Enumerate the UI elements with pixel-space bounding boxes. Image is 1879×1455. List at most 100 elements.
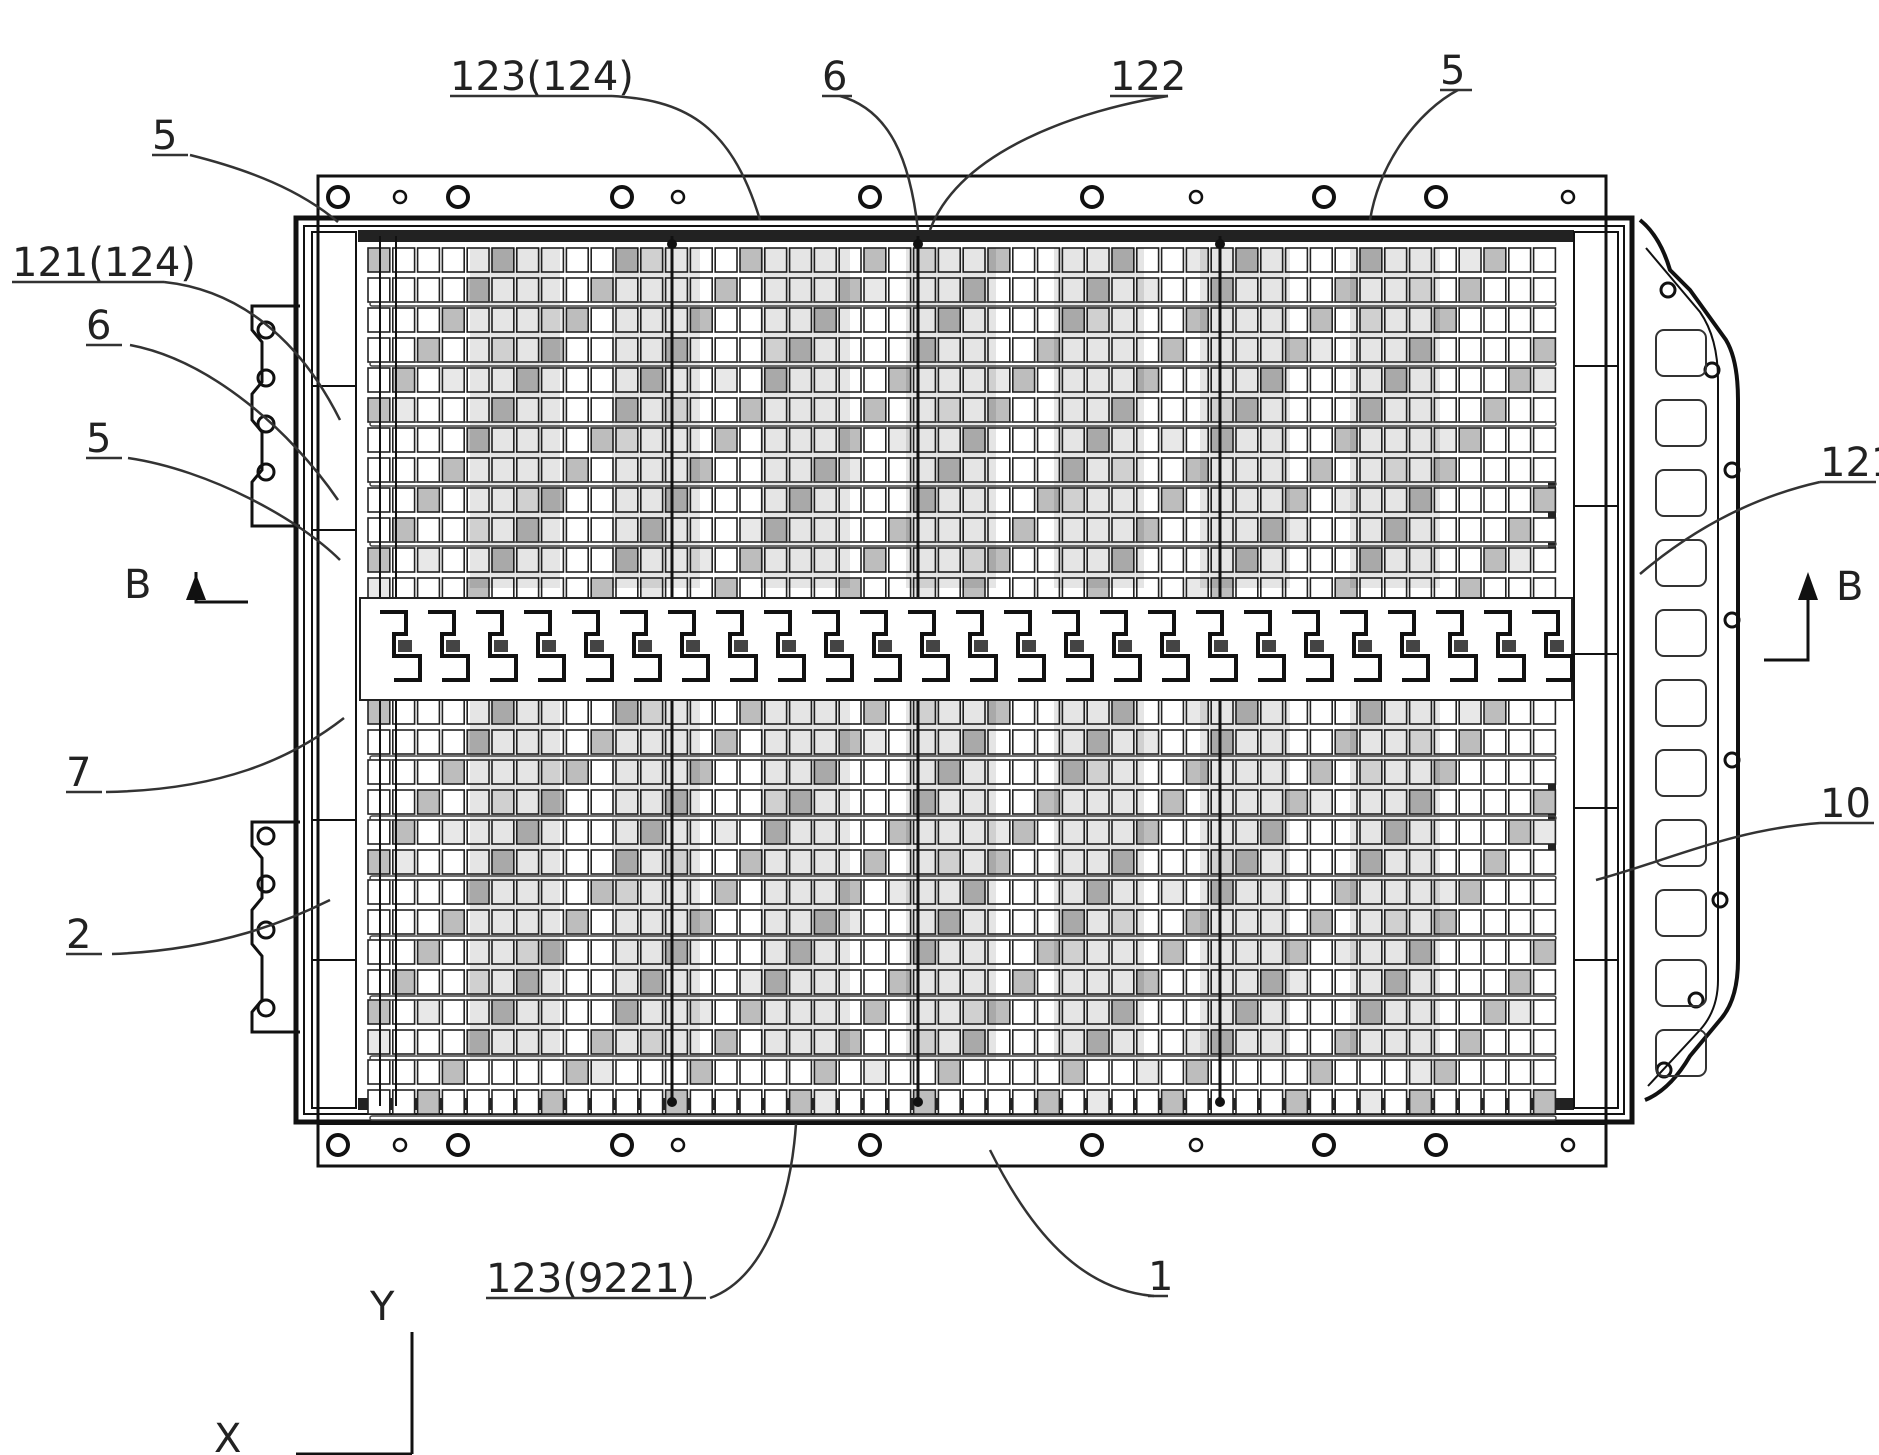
battery-cell	[591, 910, 613, 934]
battery-cell	[864, 458, 886, 482]
battery-cell	[591, 1060, 613, 1084]
battery-cell	[418, 760, 440, 784]
battery-cell	[1534, 398, 1556, 422]
battery-cell	[368, 730, 390, 754]
battery-cell	[368, 880, 390, 904]
beam-joint	[1215, 239, 1225, 249]
battery-cell	[839, 1090, 861, 1114]
battery-cell	[418, 278, 440, 302]
battery-cell	[1534, 548, 1556, 572]
busbar-terminal	[1454, 640, 1468, 652]
battery-cell	[1484, 248, 1506, 272]
battery-cell	[566, 1090, 588, 1114]
busbar-terminal	[686, 640, 700, 652]
battery-cell	[740, 760, 762, 784]
battery-cell	[1509, 820, 1531, 844]
battery-cell	[715, 308, 737, 332]
battery-cell	[1534, 308, 1556, 332]
battery-cell	[418, 398, 440, 422]
battery-cell	[864, 970, 886, 994]
battery-cell	[1534, 910, 1556, 934]
battery-cell	[1286, 1090, 1308, 1114]
battery-cell	[368, 278, 390, 302]
battery-cell	[1162, 338, 1184, 362]
battery-cell	[1484, 790, 1506, 814]
battery-cell	[1310, 1060, 1332, 1084]
battery-cell	[368, 548, 390, 572]
battery-cell	[566, 730, 588, 754]
battery-cell	[1484, 730, 1506, 754]
battery-cell	[715, 1000, 737, 1024]
battery-cell	[889, 1060, 911, 1084]
battery-cell	[566, 1000, 588, 1024]
battery-cell	[1013, 338, 1035, 362]
battery-cell	[442, 910, 464, 934]
battery-cell	[442, 428, 464, 452]
battery-cell	[492, 1090, 514, 1114]
battery-cell	[467, 1060, 489, 1084]
busbar-terminal	[1118, 640, 1132, 652]
busbar-terminal	[1502, 640, 1516, 652]
battery-cell	[1509, 790, 1531, 814]
battery-cell	[715, 278, 737, 302]
battery-cell	[1534, 1000, 1556, 1024]
battery-cell	[1484, 850, 1506, 874]
battery-cell	[1162, 368, 1184, 392]
battery-cell	[1459, 1030, 1481, 1054]
battery-cell	[442, 730, 464, 754]
beam-joint	[913, 239, 923, 249]
bolt-hole	[860, 187, 880, 207]
battery-cell	[1310, 338, 1332, 362]
battery-cell	[1013, 970, 1035, 994]
battery-cell	[442, 248, 464, 272]
battery-cell	[591, 488, 613, 512]
section-mark-left	[186, 572, 248, 602]
battery-cell	[963, 1090, 985, 1114]
battery-cell	[1484, 940, 1506, 964]
battery-cell	[938, 1060, 960, 1084]
bolt-hole	[448, 1135, 468, 1155]
battery-cell	[814, 1060, 836, 1084]
battery-cell	[442, 880, 464, 904]
busbar-terminal	[782, 640, 796, 652]
battery-cell	[740, 248, 762, 272]
bolt-hole	[1426, 1135, 1446, 1155]
battery-cell	[740, 790, 762, 814]
battery-cell	[368, 1030, 390, 1054]
label-7: 7	[66, 750, 91, 796]
battery-cell	[591, 880, 613, 904]
battery-cell	[666, 1060, 688, 1084]
battery-cell	[591, 820, 613, 844]
battery-cell	[740, 850, 762, 874]
battery-cell	[566, 278, 588, 302]
battery-cell	[715, 338, 737, 362]
battery-cell	[740, 1060, 762, 1084]
battery-cell	[1484, 458, 1506, 482]
battery-cell	[1261, 1090, 1283, 1114]
label-123-9221: 123(9221)	[486, 1256, 695, 1302]
battery-cell	[1484, 398, 1506, 422]
battery-cell	[418, 730, 440, 754]
battery-cell	[566, 428, 588, 452]
battery-cell	[1310, 548, 1332, 572]
battery-cell	[442, 790, 464, 814]
battery-cell	[864, 398, 886, 422]
battery-cell	[1534, 880, 1556, 904]
battery-cell	[1310, 458, 1332, 482]
battery-cell	[1534, 940, 1556, 964]
battery-cell	[864, 428, 886, 452]
battery-cell	[864, 548, 886, 572]
battery-cell	[591, 760, 613, 784]
battery-cell	[566, 548, 588, 572]
battery-cell	[1534, 458, 1556, 482]
battery-cell	[418, 368, 440, 392]
battery-cell	[1459, 248, 1481, 272]
battery-cell	[418, 428, 440, 452]
battery-cell	[1459, 338, 1481, 362]
battery-cell	[715, 730, 737, 754]
battery-cell	[988, 1090, 1010, 1114]
battery-cell	[740, 1000, 762, 1024]
cover-rib	[1656, 400, 1706, 446]
battery-cell	[467, 1090, 489, 1114]
battery-cell	[740, 548, 762, 572]
